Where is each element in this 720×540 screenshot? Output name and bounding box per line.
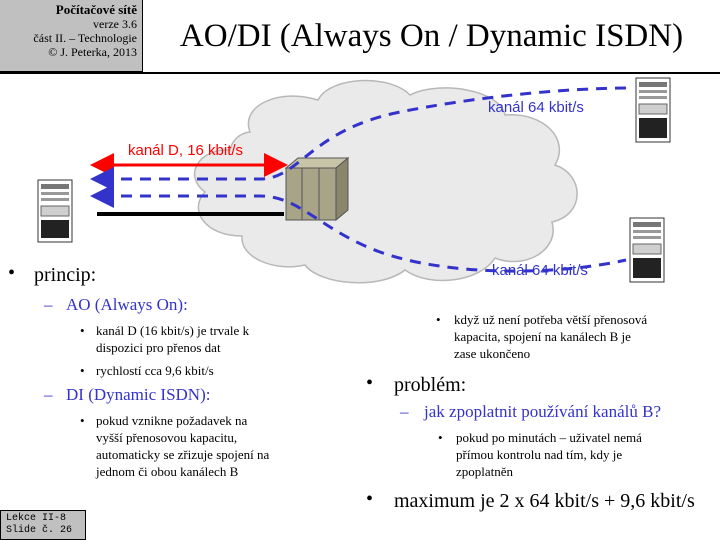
di-item-line-4: jednom či obou kanálech B <box>96 464 239 479</box>
network-diagram: kanál D, 16 kbit/s kanál 64 kbit/s kanál… <box>37 77 671 284</box>
ao-item-1-line-2: dispozici pro přenos dat <box>96 340 221 355</box>
dash-1: – <box>44 295 53 314</box>
bullet-sub-4: • <box>436 312 441 327</box>
slide-title: AO/DI (Always On / Dynamic ISDN) <box>179 18 684 54</box>
dash-3: – <box>400 402 409 421</box>
part-label: část II. – Technologie <box>33 31 137 45</box>
isdn-switch-icon <box>284 156 350 222</box>
bullet-1: • <box>8 262 16 284</box>
right-item-line-2: kapacita, spojení na kanálech B je <box>454 329 631 344</box>
header-divider <box>0 72 720 74</box>
bullet-sub-5: • <box>438 430 443 445</box>
server-left-icon <box>37 179 73 243</box>
problem-heading: problém: <box>394 374 467 396</box>
server-top-right-icon <box>635 77 671 143</box>
di-item-line-3: automaticky se zřizuje spojení na <box>96 447 270 462</box>
ao-heading: AO (Always On): <box>66 295 188 314</box>
bullet-sub-2: • <box>80 363 85 378</box>
maximum-text: maximum je 2 x 64 kbit/s + 9,6 kbit/s <box>394 490 695 512</box>
problem-item-line-2: přímou kontrolu nad tím, kdy je <box>456 447 623 462</box>
ao-item-1-line-1: kanál D (16 kbit/s) je trvale k <box>96 323 250 338</box>
channel-b-bottom-label: kanál 64 kbit/s <box>492 262 588 279</box>
copyright-label: © J. Peterka, 2013 <box>48 45 137 59</box>
di-heading: DI (Dynamic ISDN): <box>66 385 211 404</box>
network-cloud <box>193 79 578 284</box>
bullet-sub-1: • <box>80 323 85 338</box>
bullet-2: • <box>366 372 374 394</box>
ao-item-2: rychlostí cca 9,6 kbit/s <box>96 363 214 378</box>
course-info-box: Počítačové sítě verze 3.6 část II. – Tec… <box>0 0 143 72</box>
version-label: verze 3.6 <box>93 17 137 31</box>
principle-heading: princip: <box>34 264 97 286</box>
right-item-line-1: když už není potřeba větší přenosová <box>454 312 648 327</box>
lecture-box: Lekce II-8 Slide č. 26 <box>0 510 86 540</box>
slide-number-label: Slide č. 26 <box>6 525 73 536</box>
bullet-sub-3: • <box>80 413 85 428</box>
right-item-line-3: zase ukončeno <box>454 346 531 361</box>
problem-item-line-3: zpoplatněn <box>456 464 514 479</box>
channel-b-bottom-path <box>90 184 627 273</box>
course-title: Počítačové sítě <box>55 2 137 17</box>
problem-item-line-1: pokud po minutách – uživatel nemá <box>456 430 642 445</box>
channel-b-top-label: kanál 64 kbit/s <box>488 99 584 116</box>
channel-d-label: kanál D, 16 kbit/s <box>128 142 243 159</box>
lecture-label: Lekce II-8 <box>6 513 67 524</box>
dash-2: – <box>44 385 53 404</box>
problem-question: jak zpoplatnit používání kanálů B? <box>424 402 661 421</box>
bullet-3: • <box>366 488 374 510</box>
di-item-line-2: vyšší přenosovou kapacitu, <box>96 430 238 445</box>
channel-b-top-path <box>90 86 633 191</box>
server-bottom-right-icon <box>629 217 665 283</box>
di-item-line-1: pokud vznikne požadavek na <box>96 413 248 428</box>
